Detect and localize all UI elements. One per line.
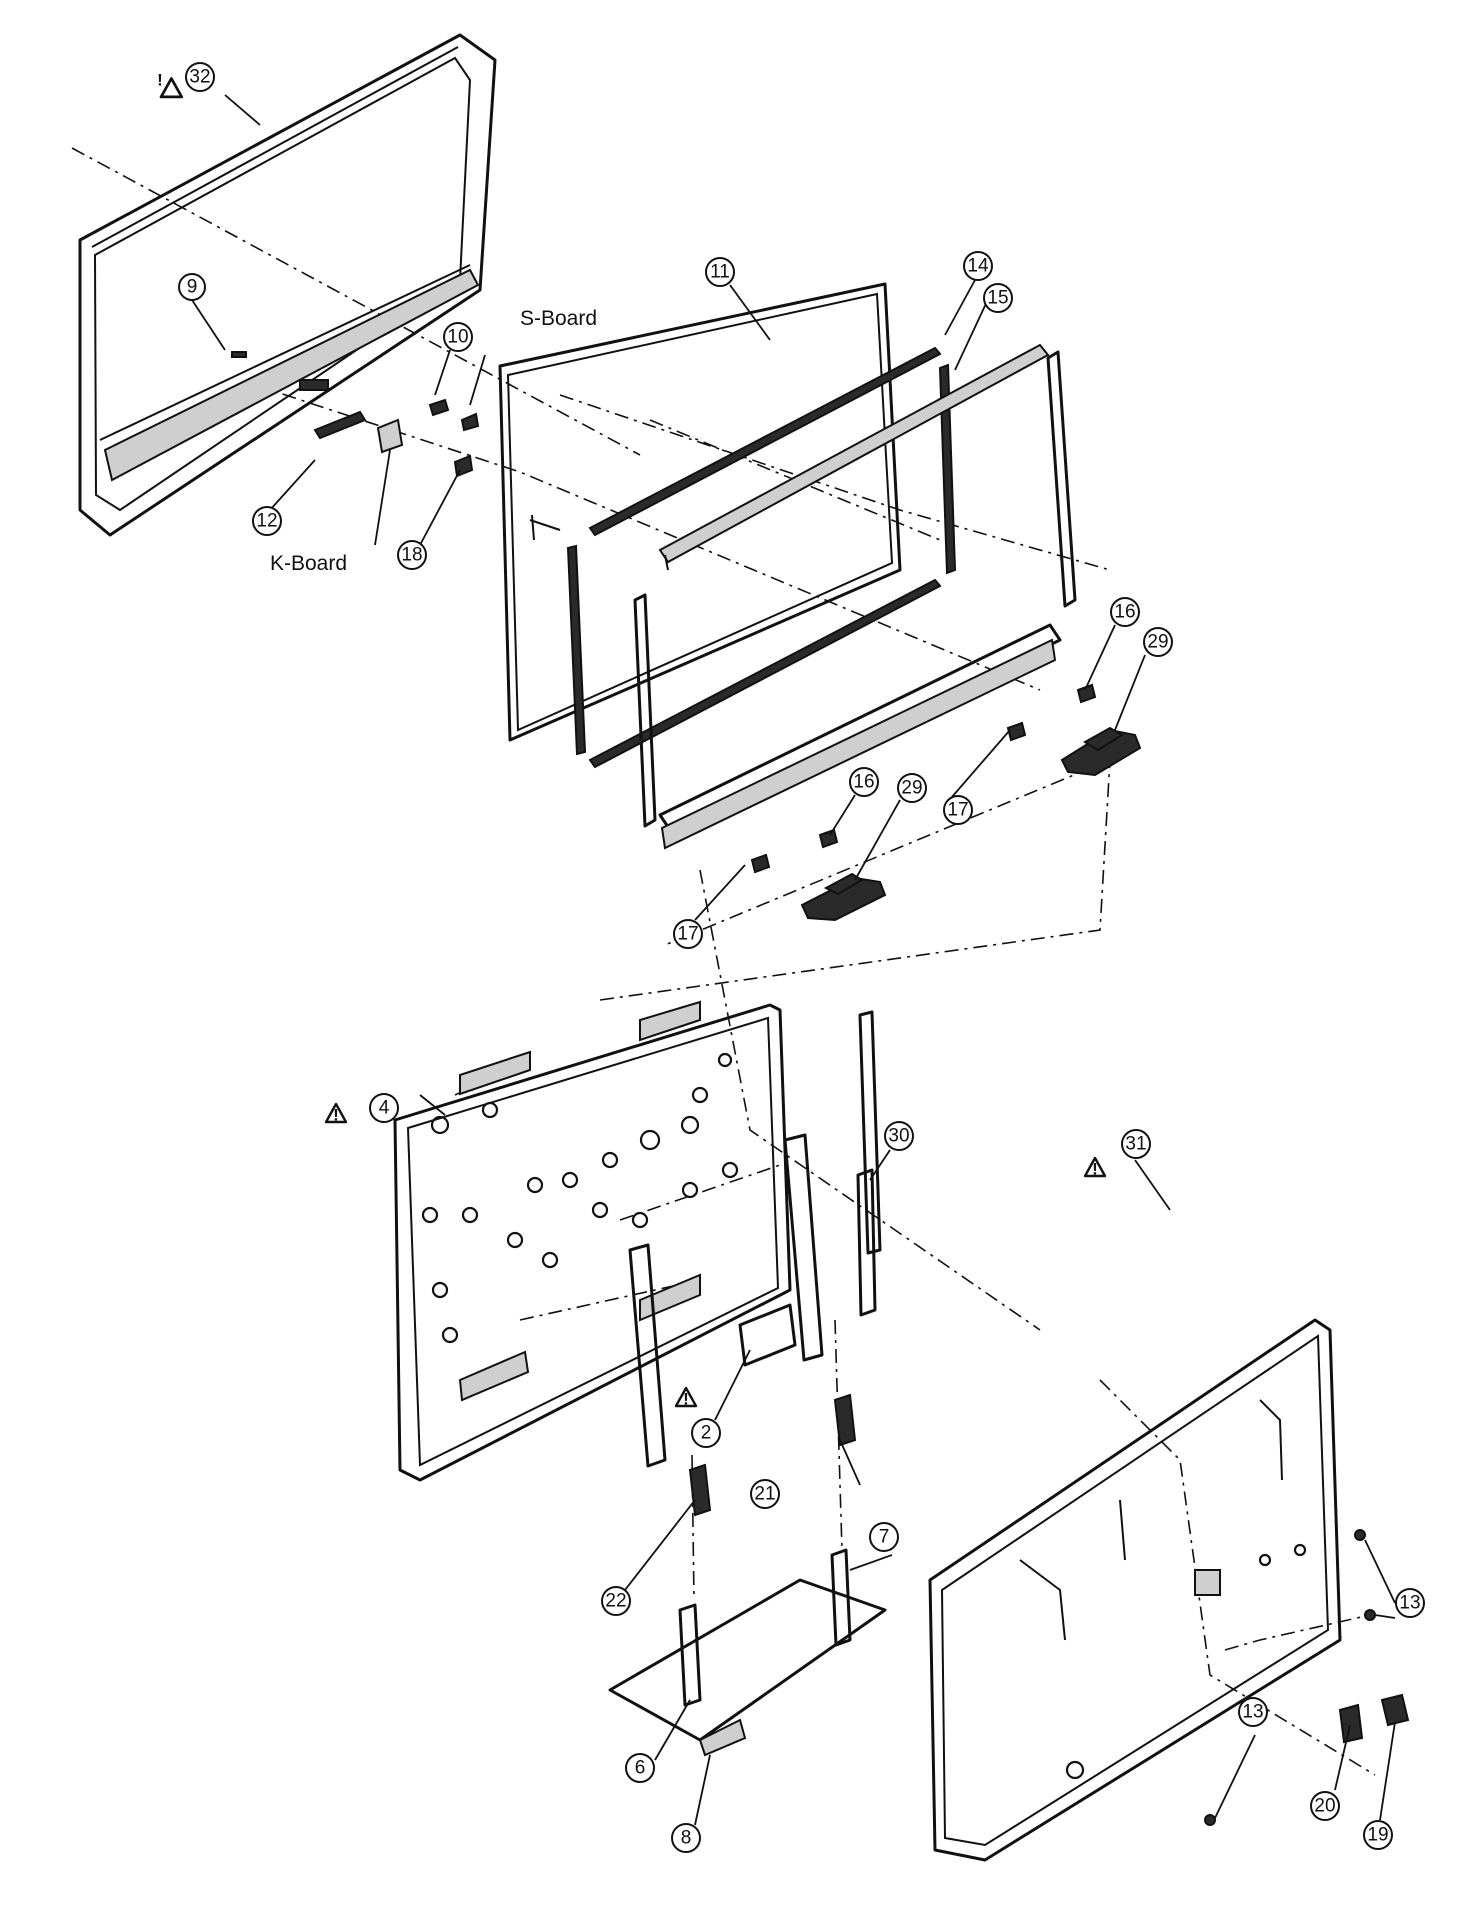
callout: 13 bbox=[1395, 1588, 1425, 1618]
svg-text:22: 22 bbox=[605, 1591, 626, 1612]
svg-text:19: 19 bbox=[1367, 1825, 1388, 1846]
stand-base-part bbox=[608, 1393, 887, 1757]
panel-frame-rails bbox=[633, 343, 1077, 850]
callouts: 32 9 10 12 18 11 14 15 16 29 16 29 17 17… bbox=[0, 0, 1425, 1853]
svg-text:15: 15 bbox=[987, 288, 1008, 309]
callout: 29 bbox=[897, 773, 927, 803]
svg-text:17: 17 bbox=[947, 800, 968, 821]
callout: 8 bbox=[671, 1823, 701, 1853]
svg-text:17: 17 bbox=[677, 924, 698, 945]
callout: 31 bbox=[1121, 1129, 1151, 1159]
svg-text:!: ! bbox=[157, 71, 163, 90]
svg-text:!: ! bbox=[683, 1390, 689, 1409]
callout: 20 bbox=[1310, 1791, 1340, 1821]
svg-text:21: 21 bbox=[754, 1484, 775, 1505]
svg-text:20: 20 bbox=[1314, 1796, 1335, 1817]
callout: 14 bbox=[963, 251, 993, 281]
svg-text:7: 7 bbox=[879, 1527, 890, 1548]
svg-text:29: 29 bbox=[1147, 632, 1168, 653]
callout: 21 bbox=[750, 1479, 780, 1509]
callout: 18 bbox=[397, 540, 427, 570]
warning-icon: ! bbox=[157, 71, 184, 99]
callout: 22 bbox=[601, 1586, 631, 1616]
svg-text:29: 29 bbox=[901, 778, 922, 799]
svg-text:13: 13 bbox=[1399, 1593, 1420, 1614]
svg-text:11: 11 bbox=[710, 262, 730, 283]
svg-text:8: 8 bbox=[681, 1828, 692, 1849]
callout: 2 bbox=[691, 1418, 721, 1448]
svg-text:!: ! bbox=[1092, 1160, 1098, 1179]
callout: 30 bbox=[884, 1121, 914, 1151]
warning-icon: ! bbox=[1083, 1156, 1107, 1179]
svg-text:16: 16 bbox=[1114, 602, 1135, 623]
callout: 6 bbox=[625, 1753, 655, 1783]
warning-icon: ! bbox=[674, 1386, 698, 1409]
board-labels: S-Board K-Board bbox=[270, 307, 597, 575]
svg-text:13: 13 bbox=[1242, 1702, 1263, 1723]
svg-text:6: 6 bbox=[635, 1758, 646, 1779]
rear-chassis-part bbox=[393, 1000, 792, 1482]
svg-text:10: 10 bbox=[447, 327, 468, 348]
panel-strips bbox=[566, 346, 957, 769]
speaker-assemblies bbox=[750, 683, 1142, 922]
svg-text:16: 16 bbox=[853, 772, 874, 793]
s-board-label: S-Board bbox=[520, 307, 597, 330]
rear-cover-part bbox=[928, 1318, 1342, 1862]
svg-text:4: 4 bbox=[379, 1098, 390, 1119]
svg-text:9: 9 bbox=[187, 277, 198, 298]
leader-lines bbox=[191, 94, 1396, 1826]
svg-text:31: 31 bbox=[1125, 1134, 1146, 1155]
k-board-label: K-Board bbox=[270, 552, 347, 575]
callout: 17 bbox=[673, 919, 703, 949]
front-bezel-part bbox=[78, 33, 497, 537]
warning-icons: ! ! ! ! bbox=[157, 71, 1107, 1409]
bezel-brackets bbox=[313, 398, 480, 478]
svg-text:32: 32 bbox=[189, 67, 210, 88]
callout: 17 bbox=[943, 795, 973, 825]
svg-text:2: 2 bbox=[701, 1423, 712, 1444]
svg-text:18: 18 bbox=[401, 545, 422, 566]
callout: 15 bbox=[983, 283, 1013, 313]
callout: 32 bbox=[185, 62, 215, 92]
screws-and-clips bbox=[1204, 1529, 1410, 1826]
svg-text:12: 12 bbox=[256, 511, 277, 532]
callout: 9 bbox=[178, 273, 206, 301]
callout: 29 bbox=[1143, 627, 1173, 657]
svg-text:30: 30 bbox=[888, 1126, 909, 1147]
callout: 16 bbox=[1110, 597, 1140, 627]
callout: 11 bbox=[705, 257, 735, 287]
warning-icon: ! bbox=[324, 1102, 348, 1125]
callout: 12 bbox=[252, 506, 282, 536]
glass-panel-part bbox=[498, 282, 902, 742]
svg-text:14: 14 bbox=[967, 256, 989, 277]
callout: 7 bbox=[869, 1522, 899, 1552]
callout: 10 bbox=[443, 322, 473, 352]
svg-text:!: ! bbox=[333, 1106, 339, 1125]
callout: 13 bbox=[1238, 1697, 1268, 1727]
callout: 4 bbox=[369, 1093, 399, 1123]
callout: 13 bbox=[0, 0, 1370, 1782]
callout: 16 bbox=[849, 767, 879, 797]
side-bracket-part bbox=[856, 1168, 877, 1317]
callout: 19 bbox=[1363, 1820, 1393, 1850]
